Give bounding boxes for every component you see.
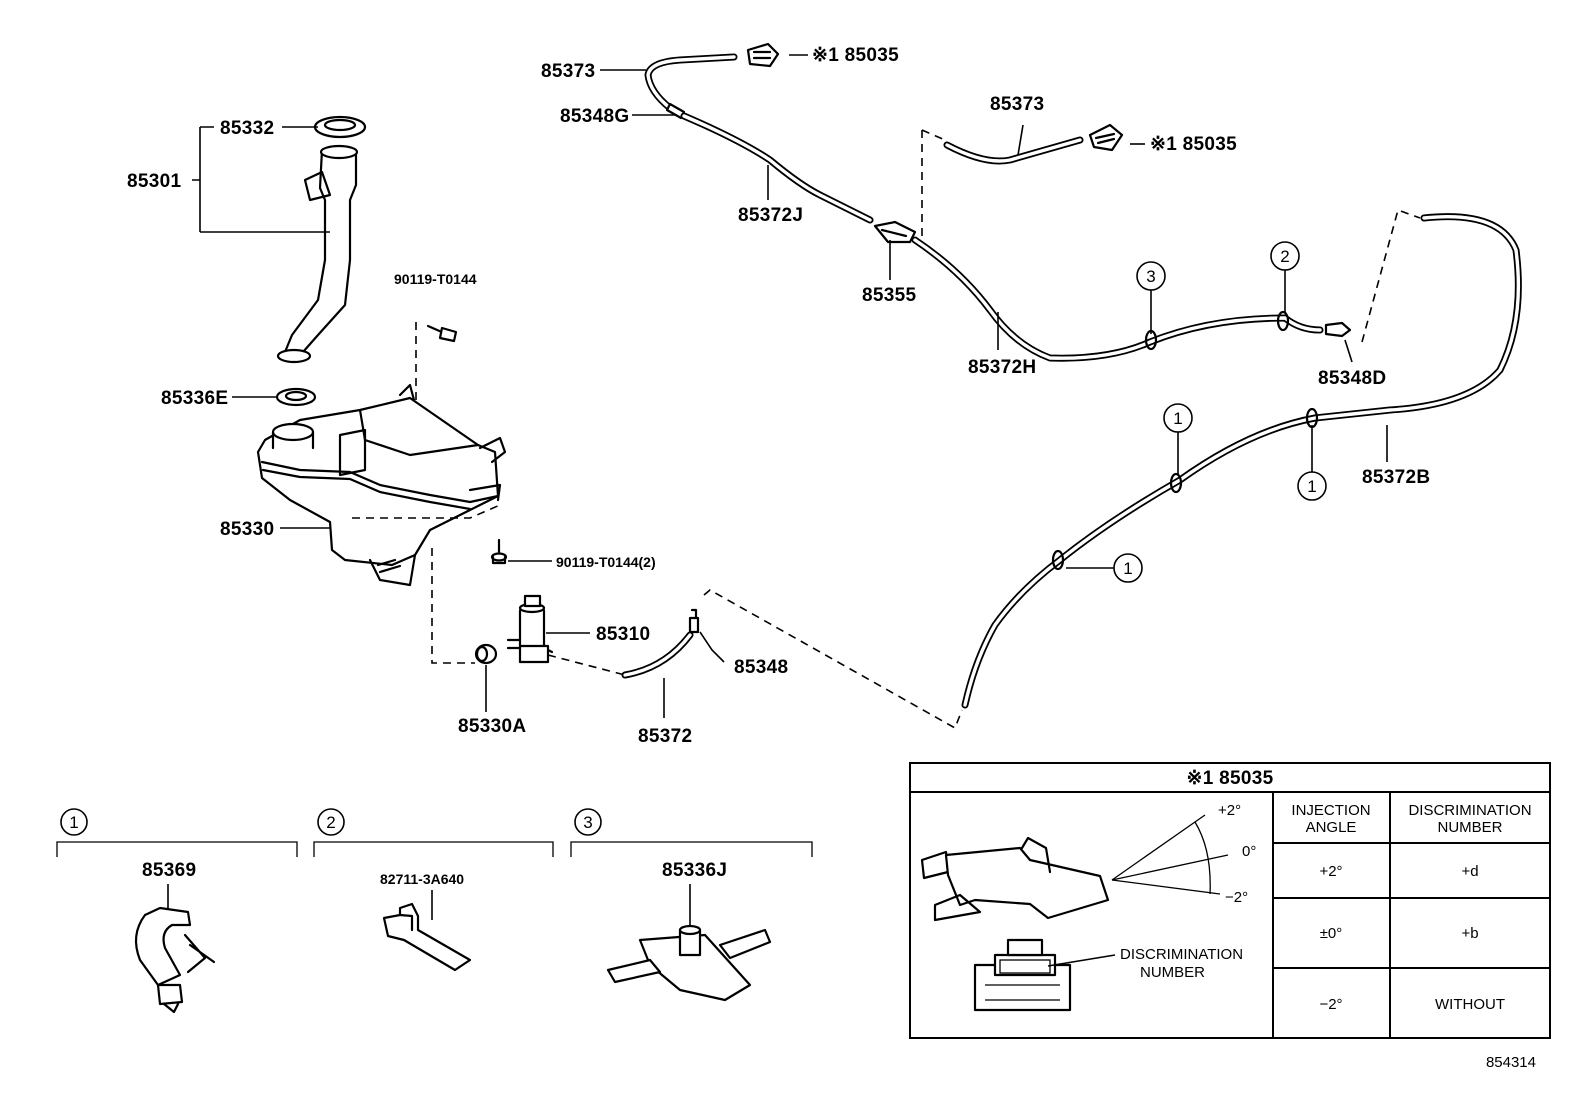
disc-label-line2: NUMBER [1140, 964, 1205, 981]
discrimination-number-illustration [973, 938, 1116, 1012]
callout-1-b: 1 [1297, 471, 1327, 501]
clip-group-2: 2 82711-3A640 [313, 808, 554, 972]
hose-85372h [911, 236, 1324, 362]
table-row-0-number: +d [1461, 863, 1478, 880]
callout-3: 3 [1136, 261, 1166, 291]
bolt-90119-lower [490, 538, 508, 565]
label-85330a: 85330A [458, 716, 526, 737]
col-discrimination-1: DISCRIMINATION [1408, 802, 1531, 819]
leader-lines [192, 54, 1388, 718]
filler-cap-85332 [313, 115, 367, 139]
seal-85336e [275, 387, 317, 407]
svg-text:1: 1 [1307, 477, 1316, 496]
svg-text:2: 2 [1280, 247, 1289, 266]
label-85348d: 85348D [1318, 368, 1386, 389]
label-85372b: 85372B [1362, 467, 1430, 488]
nozzle-85035-mid [1088, 123, 1124, 152]
table-row-1-number: +b [1461, 925, 1478, 942]
label-85330: 85330 [220, 519, 274, 540]
hose-clamps [1051, 310, 1319, 571]
svg-text:3: 3 [1146, 267, 1155, 286]
svg-text:1: 1 [1173, 409, 1182, 428]
clip-group-3: 3 85336J [570, 808, 813, 1002]
hose-85373-top [644, 53, 738, 112]
hose-85373-mid [943, 136, 1084, 165]
angle-minus2: −2° [1225, 889, 1248, 906]
svg-text:1: 1 [1123, 559, 1132, 578]
grommet-85330a [474, 643, 498, 665]
label-85310: 85310 [596, 624, 650, 645]
callout-1-a: 1 [1163, 403, 1193, 433]
guide-lines [352, 129, 1421, 730]
hose-85372j [680, 112, 874, 224]
label-85336j: 85336J [662, 860, 727, 881]
detail-box-85035: ※1 85035 +2° 0° −2° DISCRIMINATION [909, 762, 1551, 1039]
detail-title: ※1 85035 [1187, 768, 1274, 789]
label-85372j: 85372J [738, 205, 803, 226]
clip-85336j-icon [606, 924, 772, 1002]
label-90119-lower: 90119-T0144(2) [556, 554, 656, 570]
nozzle-detail-illustration [920, 836, 1110, 922]
clip-82711-icon [382, 902, 472, 972]
label-85332: 85332 [220, 118, 274, 139]
clip-group-1: 1 85369 [56, 808, 298, 1014]
label-85035-top: ※1 85035 [812, 45, 899, 66]
joint-85355 [873, 220, 917, 244]
table-row-0-angle: +2° [1319, 863, 1342, 880]
label-85373-mid: 85373 [990, 94, 1044, 115]
nozzle-85035-top [746, 42, 780, 68]
col-injection-angle-2: ANGLE [1306, 819, 1357, 836]
label-85372h: 85372H [968, 357, 1036, 378]
bolt-90119-upper [426, 324, 458, 343]
table-row-2-number: WITHOUT [1435, 996, 1505, 1013]
label-85373-top: 85373 [541, 61, 595, 82]
joint-85348g [665, 102, 686, 120]
label-90119-upper: 90119-T0144 [394, 271, 477, 287]
angle-plus2: +2° [1218, 802, 1241, 819]
disc-label-line1: DISCRIMINATION [1120, 946, 1243, 963]
table-row-2-angle: −2° [1319, 996, 1342, 1013]
col-discrimination-2: NUMBER [1437, 819, 1502, 836]
callout-1-c: 1 [1113, 553, 1143, 583]
svg-text:3: 3 [583, 813, 592, 832]
label-85369: 85369 [142, 860, 196, 881]
callout-2: 2 [1270, 241, 1300, 271]
label-85372: 85372 [638, 726, 692, 747]
joint-85348 [688, 608, 700, 634]
hose-85372-lower [621, 631, 694, 679]
hose-85372b [961, 213, 1522, 709]
label-85348: 85348 [734, 657, 788, 678]
clip-85369-icon [134, 906, 216, 1014]
label-85301: 85301 [127, 171, 181, 192]
diagram-number: 854314 [1486, 1054, 1536, 1071]
joint-85348d [1324, 321, 1352, 338]
injection-angle-rays [1111, 814, 1229, 895]
svg-text:2: 2 [326, 813, 335, 832]
label-82711-3a640: 82711-3A640 [380, 871, 464, 887]
label-85348g: 85348G [560, 106, 629, 127]
filler-neck-85301 [276, 144, 359, 364]
angle-zero: 0° [1242, 843, 1256, 860]
detail-table: INJECTION ANGLE DISCRIMINATION NUMBER +2… [1272, 792, 1550, 1038]
svg-text:1: 1 [69, 813, 78, 832]
col-injection-angle-1: INJECTION [1291, 802, 1370, 819]
label-85355: 85355 [862, 285, 916, 306]
washer-tank-85330 [256, 383, 507, 587]
pump-85310 [506, 594, 554, 664]
table-row-1-angle: ±0° [1320, 925, 1343, 942]
label-85035-mid: ※1 85035 [1150, 134, 1237, 155]
label-85336e: 85336E [161, 388, 228, 409]
